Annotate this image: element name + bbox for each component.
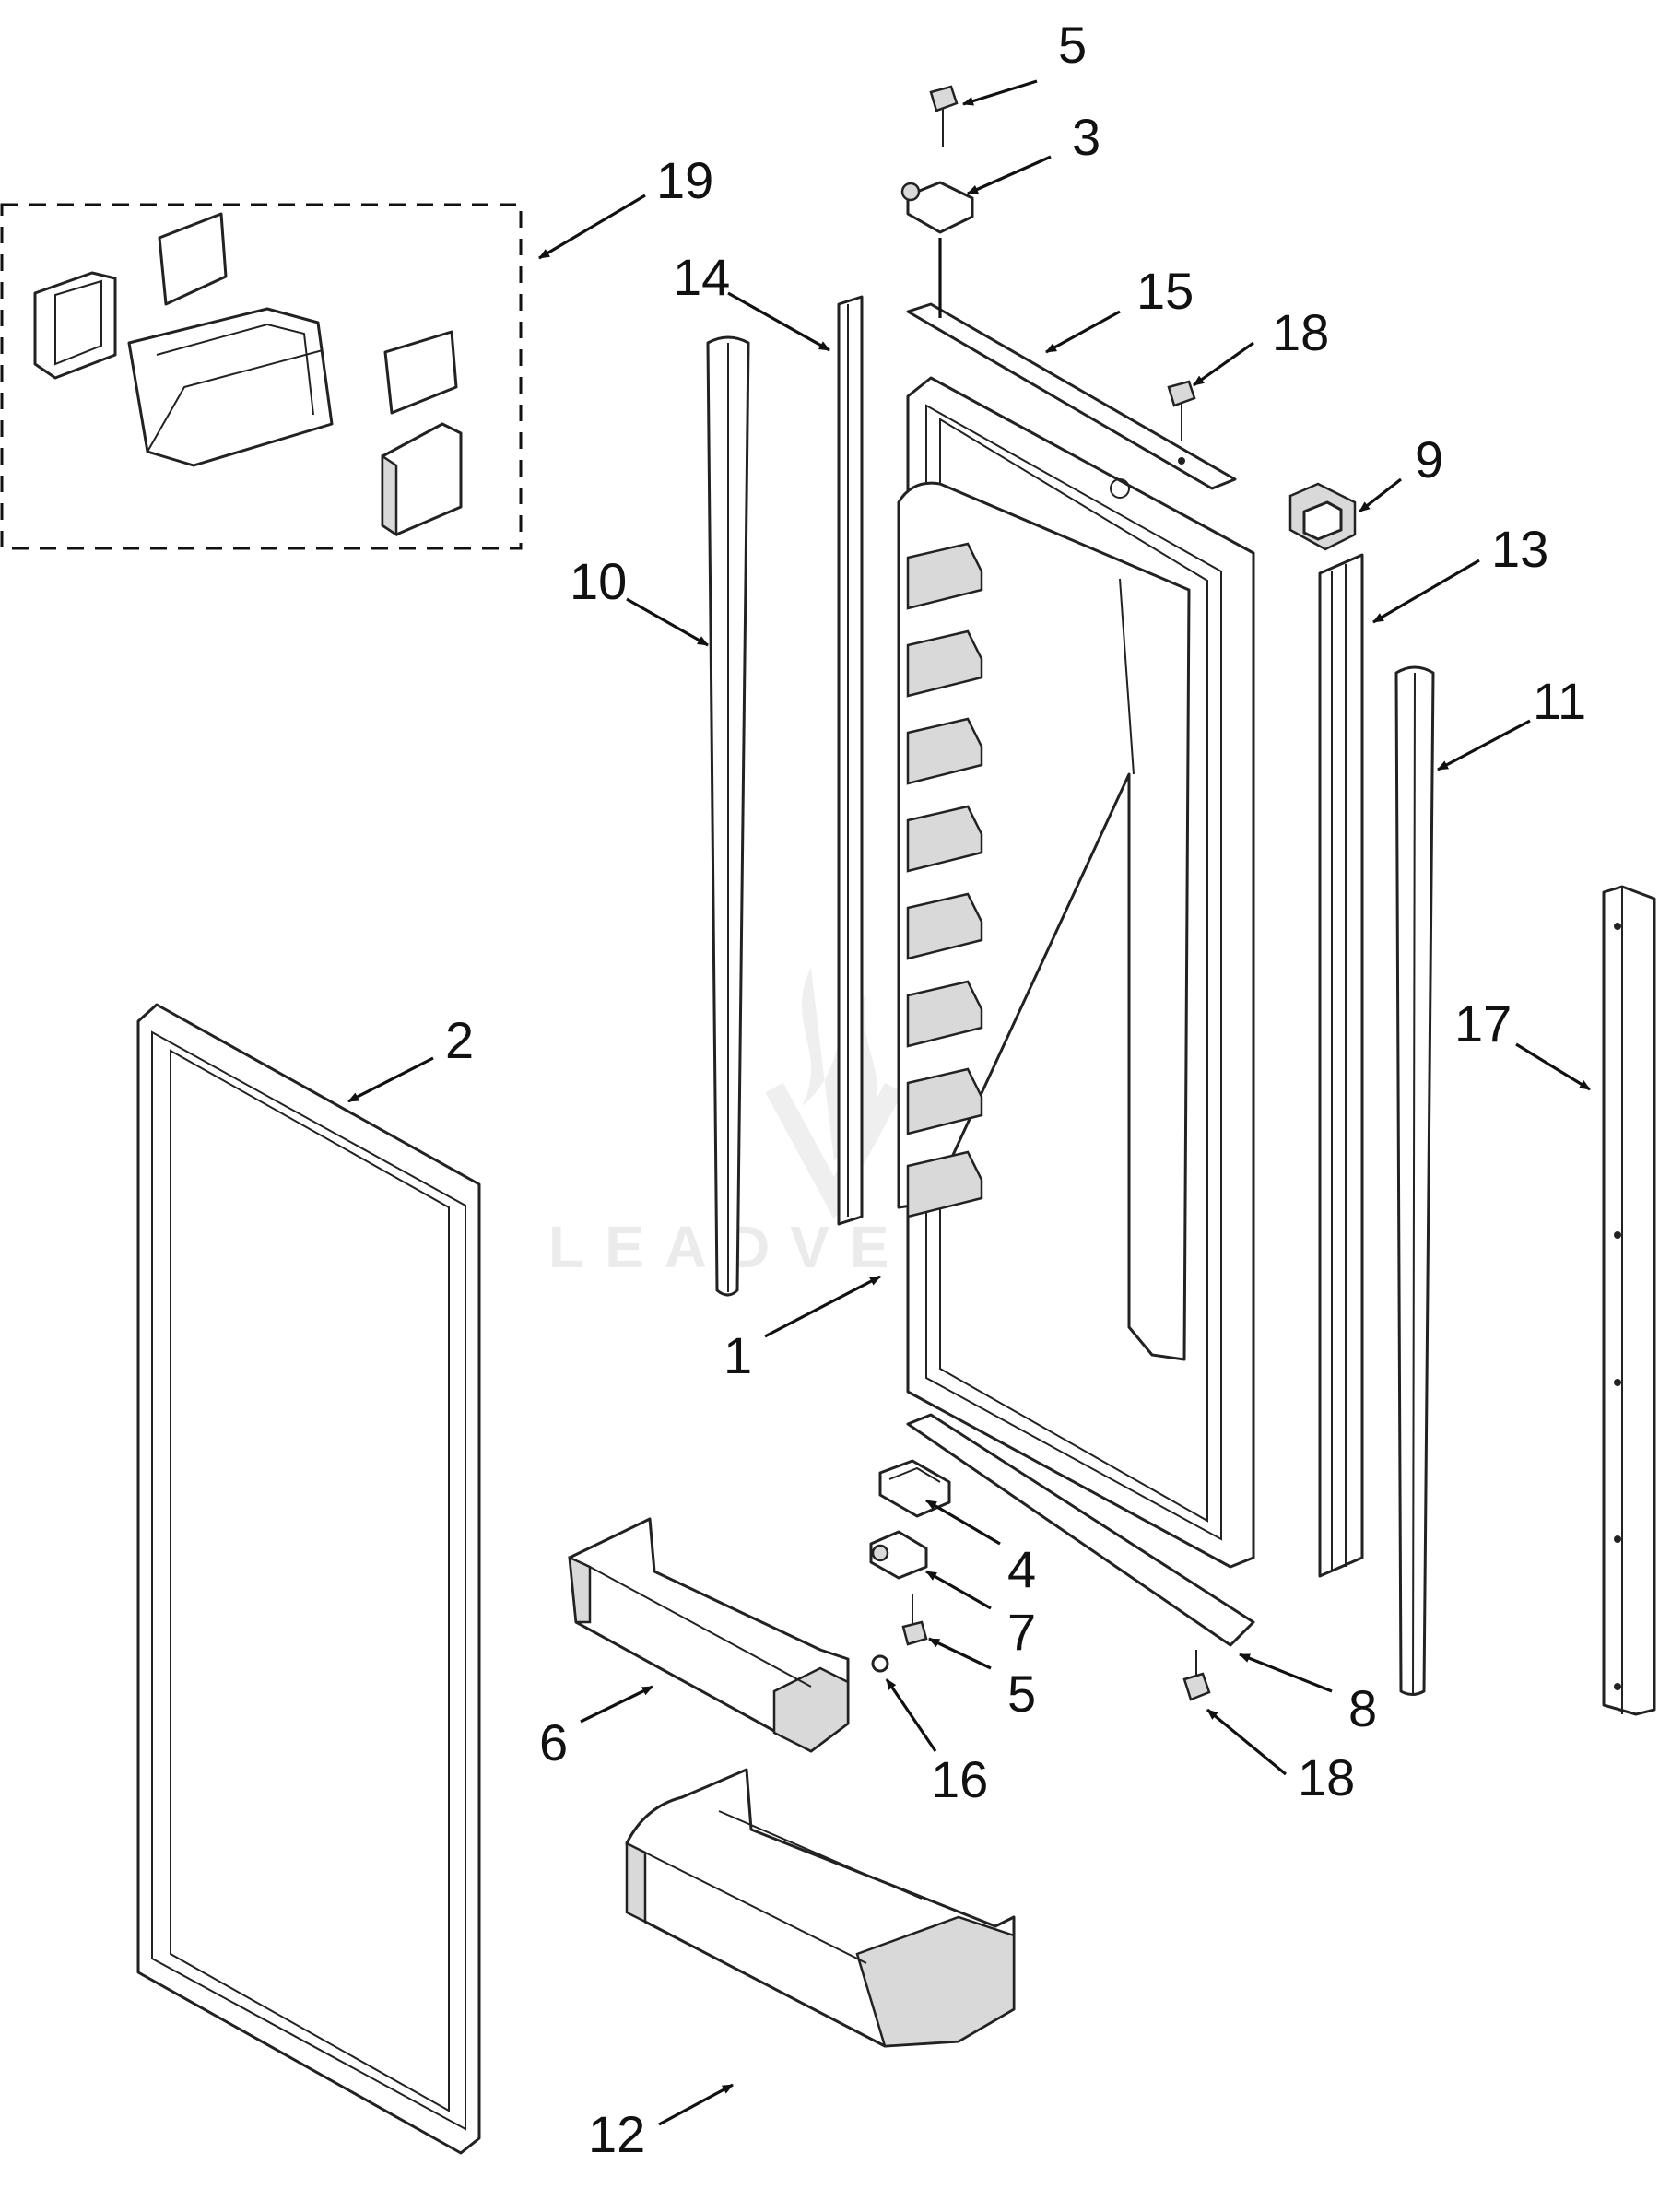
part-17-strip <box>1602 885 1656 1716</box>
callout-3: 3 <box>1072 108 1100 166</box>
part-2-gasket <box>136 1003 481 2155</box>
callout-9: 9 <box>1415 430 1443 488</box>
bin-insert-right <box>383 330 458 415</box>
part-1-door <box>897 376 1255 1569</box>
part-10-trim <box>706 335 750 1297</box>
part-19-bin-kit <box>0 203 523 550</box>
part-13-channel <box>1318 553 1364 1578</box>
part-14-strip <box>837 295 864 1226</box>
bin-end-cap-left <box>33 271 117 380</box>
door-shelf-ledges <box>906 542 983 1218</box>
part-15-top-plate <box>906 302 1237 490</box>
callout-1: 1 <box>724 1326 752 1384</box>
bin-tray <box>127 307 334 467</box>
part-16-washer <box>871 1654 889 1673</box>
part-5-bottom-screw <box>901 1594 928 1646</box>
part-12-shelf-bin <box>625 1768 1016 2048</box>
bin-insert-top <box>158 212 228 306</box>
part-6-shelf-bin <box>568 1517 850 1753</box>
callout-11: 11 <box>1533 672 1586 730</box>
part-7-hinge-plate <box>869 1530 928 1580</box>
callout-6: 6 <box>539 1713 568 1771</box>
bin-end-cap-right <box>381 422 463 537</box>
callout-2: 2 <box>445 1011 474 1069</box>
callout-7: 7 <box>1007 1603 1036 1661</box>
callout-10: 10 <box>570 552 627 610</box>
callout-19: 19 <box>656 151 713 209</box>
callout-labels: 5 3 19 14 15 18 9 10 13 11 2 17 1 4 7 5 … <box>445 16 1586 2163</box>
part-5-top-screw <box>929 85 959 147</box>
callout-15: 15 <box>1136 262 1194 320</box>
callout-17: 17 <box>1454 994 1512 1053</box>
callout-5-top: 5 <box>1058 16 1087 74</box>
part-18-bottom-screw <box>1182 1650 1211 1701</box>
callout-16: 16 <box>931 1750 988 1808</box>
part-9-bracket <box>1288 482 1357 551</box>
callout-5-bottom: 5 <box>1007 1665 1036 1723</box>
callout-4: 4 <box>1007 1540 1036 1598</box>
callout-14: 14 <box>673 248 730 306</box>
part-18-top-screw <box>1167 380 1196 465</box>
part-11-trim <box>1394 665 1435 1696</box>
callout-8: 8 <box>1348 1679 1377 1737</box>
part-3-top-hinge <box>900 181 974 234</box>
callout-18-bottom: 18 <box>1298 1748 1355 1806</box>
callout-18-top: 18 <box>1272 303 1329 361</box>
callout-13: 13 <box>1491 520 1548 578</box>
part-8-bottom-plate <box>906 1413 1255 1647</box>
callout-12: 12 <box>588 2105 645 2163</box>
leader-arrows <box>347 79 1591 2126</box>
